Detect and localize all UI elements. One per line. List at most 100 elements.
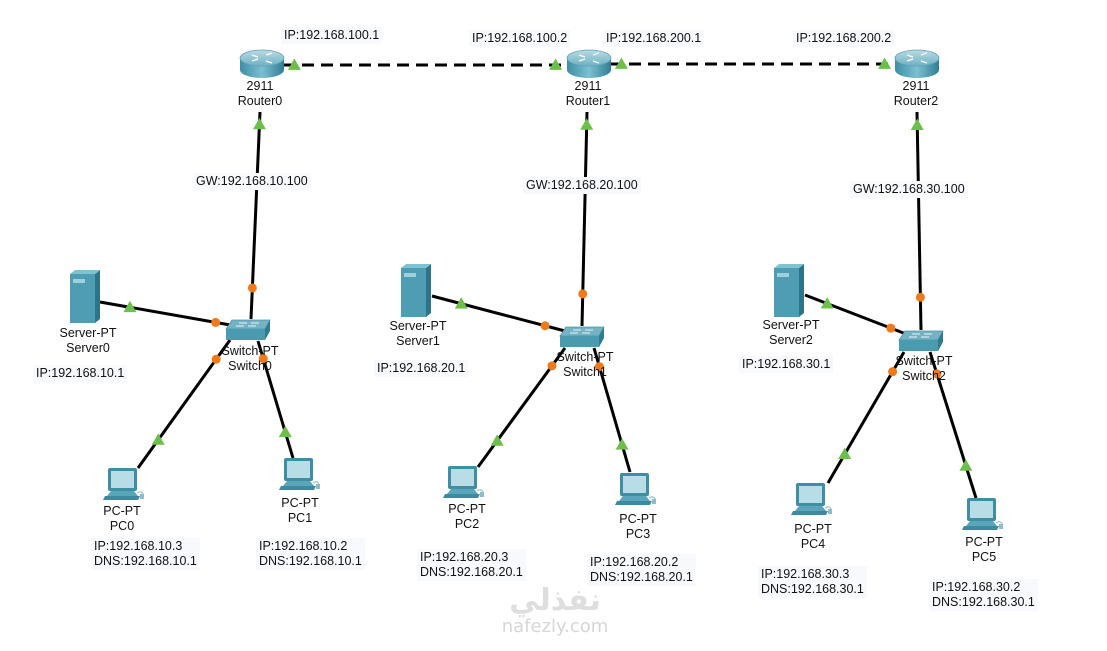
- pc4-config-note: IP:192.168.30.3 DNS:192.168.30.1: [758, 566, 867, 598]
- devices-layer: [70, 49, 1003, 530]
- gateway-note-lan0: GW:192.168.10.100: [193, 173, 311, 190]
- link-router1-router2-b-up-marker: [878, 57, 892, 69]
- server2-icon[interactable]: [774, 264, 804, 317]
- watermark-arabic: نفذلي: [509, 583, 601, 618]
- server0-name: Server0: [66, 341, 110, 355]
- pc0-icon[interactable]: [103, 468, 144, 500]
- link-router0-switch0-b-blocking-marker: [247, 283, 257, 293]
- link-router0-router1-b-up-marker: [549, 58, 563, 70]
- server2-name: Server2: [769, 333, 813, 347]
- pc3-model: PC-PT: [619, 512, 657, 526]
- switch2-label[interactable]: Switch-PT Switch2: [890, 354, 958, 384]
- gateway-note-lan2: GW:192.168.30.100: [850, 181, 968, 198]
- switch1-icon[interactable]: [559, 326, 605, 347]
- link-router0-switch0-a-up-marker: [252, 117, 266, 130]
- router2-name: Router2: [893, 94, 939, 108]
- pc5-icon[interactable]: [962, 498, 1003, 530]
- pc1-name: PC1: [287, 511, 313, 525]
- switch0-model: Switch-PT: [221, 344, 279, 358]
- server1-label[interactable]: Server-PT Server1: [386, 319, 450, 349]
- server0-ip-note: IP:192.168.10.1: [33, 365, 128, 382]
- switch0-icon[interactable]: [225, 319, 271, 340]
- server2-ip-note: IP:192.168.30.1: [739, 356, 834, 373]
- server2-model: Server-PT: [762, 318, 820, 332]
- link-server2-switch2-b-blocking-marker: [886, 323, 896, 333]
- pc3-icon[interactable]: [615, 473, 656, 505]
- switch1-label[interactable]: Switch-PT Switch1: [551, 350, 619, 380]
- pc0-label[interactable]: PC-PT PC0: [98, 504, 146, 534]
- pc3-label[interactable]: PC-PT PC3: [614, 512, 662, 542]
- pc2-icon[interactable]: [443, 466, 484, 498]
- switch0-label[interactable]: Switch-PT Switch0: [216, 344, 284, 374]
- pc1-label[interactable]: PC-PT PC1: [276, 496, 324, 526]
- switch1-model: Switch-PT: [556, 350, 614, 364]
- link-pc0-switch0-b-blocking-marker: [211, 354, 221, 364]
- link-server1-switch1-a-up-marker: [454, 297, 468, 309]
- wan-note-100-2: IP:192.168.100.2: [469, 30, 571, 47]
- pc2-config-note: IP:192.168.20.3 DNS:192.168.20.1: [417, 549, 526, 581]
- pc0-model: PC-PT: [103, 504, 141, 518]
- link-server1-switch1-b-blocking-marker: [540, 321, 550, 331]
- link-server2-switch2-a-up-marker: [820, 297, 834, 309]
- server2-label[interactable]: Server-PT Server2: [759, 318, 823, 348]
- pc4-ip: IP:192.168.30.3: [761, 567, 850, 581]
- link-server0-switch0-a-up-marker: [123, 300, 137, 313]
- link-status-markers: [123, 57, 973, 471]
- link-pc4-switch2-a-up-marker: [838, 447, 852, 460]
- router2-icon[interactable]: [894, 49, 940, 78]
- pc1-ip: IP:192.168.10.2: [259, 539, 348, 553]
- server0-model: Server-PT: [59, 326, 117, 340]
- server1-ip-note: IP:192.168.20.1: [374, 360, 469, 377]
- server0-label[interactable]: Server-PT Server0: [56, 326, 120, 356]
- pc5-dns: DNS:192.168.30.1: [932, 595, 1035, 609]
- link-pc0-switch0-a-up-marker: [151, 433, 165, 445]
- router0-model: 2911: [246, 79, 274, 93]
- router2-model: 2911: [902, 79, 930, 93]
- router1-label[interactable]: 2911 Router1: [564, 79, 612, 109]
- pc2-model: PC-PT: [448, 502, 486, 516]
- pc2-dns: DNS:192.168.20.1: [420, 565, 523, 579]
- pc3-dns: DNS:192.168.20.1: [590, 570, 693, 584]
- pc0-ip: IP:192.168.10.3: [94, 539, 183, 553]
- link-router1-switch1-a-up-marker: [580, 118, 594, 130]
- router0-label[interactable]: 2911 Router0: [237, 79, 283, 109]
- switch1-name: Switch1: [563, 365, 607, 379]
- wan-note-200-2: IP:192.168.200.2: [793, 30, 895, 47]
- pc1-icon[interactable]: [279, 458, 320, 490]
- pc3-config-note: IP:192.168.20.2 DNS:192.168.20.1: [587, 554, 696, 586]
- links-layer: [99, 62, 978, 499]
- link-server0-switch0-b-blocking-marker: [211, 317, 221, 327]
- switch2-model: Switch-PT: [895, 354, 953, 368]
- link-pc2-switch1-b-blocking-marker: [547, 361, 557, 371]
- server1-name: Server1: [396, 334, 440, 348]
- link-pc4-switch2-b-blocking-marker: [888, 367, 898, 377]
- wan-note-200-1: IP:192.168.200.1: [603, 30, 705, 47]
- router0-name: Router0: [237, 94, 283, 108]
- pc4-icon[interactable]: [791, 483, 832, 515]
- gateway-note-lan1: GW:192.168.20.100: [523, 177, 641, 194]
- server0-icon[interactable]: [70, 270, 100, 323]
- router0-icon[interactable]: [239, 49, 285, 78]
- switch0-name: Switch0: [228, 359, 272, 373]
- router2-label[interactable]: 2911 Router2: [892, 79, 940, 109]
- pc0-config-note: IP:192.168.10.3 DNS:192.168.10.1: [91, 538, 200, 570]
- wan-note-100-1: IP:192.168.100.1: [281, 27, 383, 44]
- switch2-name: Switch2: [902, 369, 946, 383]
- pc5-name: PC5: [971, 550, 997, 564]
- link-pc1-switch0-a-up-marker: [278, 425, 292, 438]
- pc0-dns: DNS:192.168.10.1: [94, 554, 197, 568]
- pc0-name: PC0: [109, 519, 135, 533]
- switch2-icon[interactable]: [898, 330, 944, 351]
- pc1-config-note: IP:192.168.10.2 DNS:192.168.10.1: [256, 538, 365, 570]
- watermark-latin: nafezly.com: [501, 616, 609, 637]
- pc2-label[interactable]: PC-PT PC2: [443, 502, 491, 532]
- link-router2-switch2-a-up-marker: [910, 118, 924, 130]
- pc5-label[interactable]: PC-PT PC5: [960, 535, 1008, 565]
- pc4-label[interactable]: PC-PT PC4: [789, 522, 837, 552]
- link-pc3-switch1-b-blocking-marker: [594, 362, 604, 372]
- link-router2-switch2-b-blocking-marker: [915, 292, 925, 302]
- router1-icon[interactable]: [566, 49, 612, 78]
- link-pc2-switch1-a-up-marker: [490, 434, 504, 446]
- server1-icon[interactable]: [401, 264, 431, 317]
